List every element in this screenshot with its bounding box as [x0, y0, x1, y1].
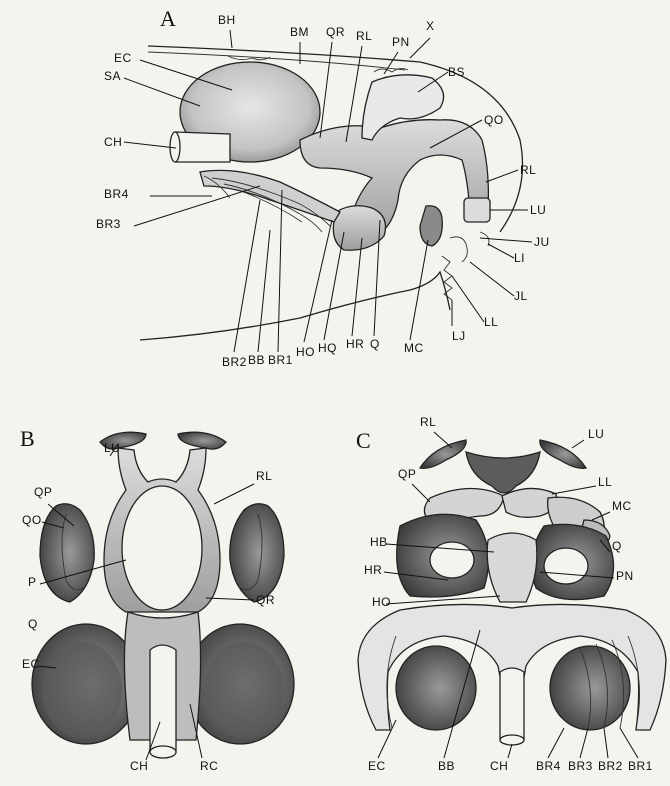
leader-line: [552, 486, 596, 494]
label-br4: BR4: [536, 759, 561, 773]
label-rc: RC: [200, 759, 218, 773]
leader-line: [234, 200, 260, 352]
label-br4: BR4: [104, 187, 129, 201]
leader-line: [134, 186, 260, 226]
label-hb: HB: [370, 535, 388, 549]
label-x: X: [426, 19, 435, 33]
leader-line: [604, 728, 608, 758]
label-br2: BR2: [222, 355, 247, 369]
label-br3: BR3: [96, 217, 121, 231]
label-jl: JL: [514, 289, 528, 303]
label-bb: BB: [248, 353, 265, 367]
label-qo: QO: [22, 513, 42, 527]
label-ho: HO: [372, 595, 391, 609]
leader-line: [620, 728, 638, 758]
label-ho: HO: [296, 345, 315, 359]
leader-line: [214, 484, 254, 504]
label-mc: MC: [612, 499, 632, 513]
label-lu: LU: [588, 427, 604, 441]
leader-line: [410, 38, 430, 58]
leader-line: [320, 42, 332, 138]
label-hr: HR: [364, 563, 382, 577]
label-q: Q: [612, 539, 622, 553]
label-ch: CH: [130, 759, 148, 773]
leader-line: [304, 220, 332, 342]
leader-line: [384, 52, 398, 74]
leader-line: [486, 170, 518, 182]
label-bs: BS: [448, 65, 465, 79]
panel-c-drawing: [358, 440, 666, 745]
leader-line: [324, 232, 344, 340]
label-ch: CH: [104, 135, 122, 149]
label-hr: HR: [346, 337, 364, 351]
label-qp: QP: [398, 467, 416, 481]
label-sa: SA: [104, 69, 121, 83]
leader-line: [124, 142, 176, 148]
leader-line: [412, 484, 430, 502]
label-ll: LL: [484, 315, 498, 329]
label-mc: MC: [404, 341, 424, 355]
leader-line: [352, 238, 362, 336]
label-pn: PN: [392, 35, 410, 49]
label-p: P: [28, 575, 37, 589]
leader-line: [230, 30, 232, 48]
leader-line: [508, 744, 512, 758]
label-br3: BR3: [568, 759, 593, 773]
leader-line: [470, 262, 514, 296]
label-rl: RL: [256, 469, 272, 483]
label-lj: LJ: [452, 329, 466, 343]
label-rl: RL: [356, 29, 372, 43]
label-ch: CH: [490, 759, 508, 773]
panel-b-letter: B: [20, 426, 35, 451]
label-ec: EC: [22, 657, 40, 671]
leader-line: [580, 728, 588, 758]
label-br1: BR1: [628, 759, 653, 773]
leader-line: [434, 432, 452, 448]
leader-line: [258, 230, 270, 352]
leader-line: [410, 240, 428, 340]
label-hq: HQ: [318, 341, 337, 355]
label-qo: QO: [484, 113, 504, 127]
label-bm: BM: [290, 25, 309, 39]
panel-a-drawing: [140, 46, 523, 340]
notochord: [175, 132, 230, 162]
label-q: Q: [28, 617, 38, 631]
label-rl: RL: [520, 163, 536, 177]
leader-line: [480, 238, 532, 242]
label-ll: LL: [598, 475, 612, 489]
panel-c-letter: C: [356, 428, 371, 453]
label-br1: BR1: [268, 353, 293, 367]
leader-line: [548, 728, 564, 758]
leader-line: [206, 598, 254, 600]
label-li: LI: [514, 251, 525, 265]
label-ju: JU: [534, 235, 550, 249]
label-rl: RL: [420, 415, 436, 429]
label-bb: BB: [438, 759, 455, 773]
leader-line: [572, 440, 584, 448]
label-ec: EC: [368, 759, 386, 773]
label-br2: BR2: [598, 759, 623, 773]
leader-line: [278, 190, 282, 352]
label-ec: EC: [114, 51, 132, 65]
leader-line: [488, 244, 514, 258]
panel-b-drawing: [32, 432, 294, 758]
label-qp: QP: [34, 485, 52, 499]
label-lu: LU: [530, 203, 546, 217]
label-bh: BH: [218, 13, 236, 27]
label-q: Q: [370, 337, 380, 351]
label-pn: PN: [616, 569, 634, 583]
label-qr: QR: [256, 593, 275, 607]
label-qr: QR: [326, 25, 345, 39]
label-lu: LU: [104, 441, 120, 455]
leader-line: [452, 276, 484, 322]
panel-a-letter: A: [160, 6, 176, 31]
